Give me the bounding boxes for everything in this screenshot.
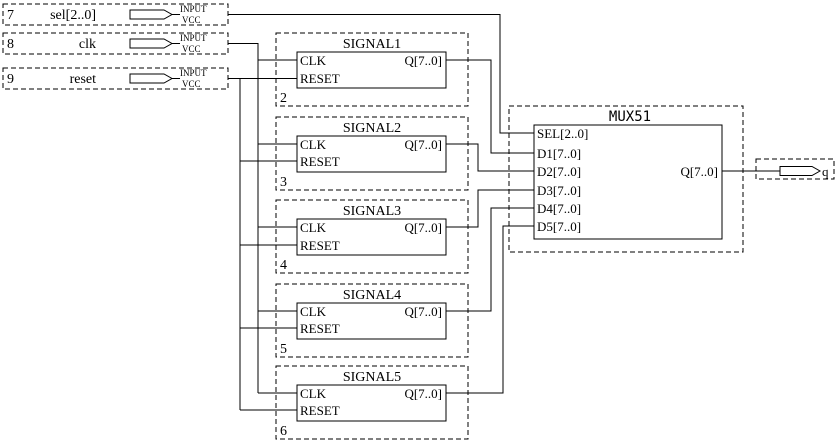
signal-block-5-title: SIGNAL5 (343, 370, 401, 385)
signal-block-3[interactable]: SIGNAL3 CLK RESET Q[7..0] 4 (275, 199, 469, 274)
signal-block-3-q-port: Q[7..0] (404, 220, 442, 235)
sel-wire (228, 14, 534, 134)
signal-block-3-frame (275, 199, 469, 274)
input-pin-sel-type: INPUT (180, 4, 207, 14)
input-pin-clk-number: 8 (7, 37, 14, 52)
signal-block-5-number: 6 (280, 424, 287, 439)
input-pin-reset-vcc: VCC (182, 79, 201, 89)
input-pin-reset[interactable]: 9 reset INPUT VCC (2, 67, 229, 90)
input-pin-sel-number: 7 (7, 8, 14, 23)
input-pin-clk-vcc: VCC (182, 44, 201, 54)
signal-block-3-reset-port: RESET (300, 238, 340, 253)
output-pin-q[interactable]: q (755, 158, 835, 180)
signal-block-5-clk-port: CLK (300, 386, 327, 401)
signal-block-4-clk-port: CLK (300, 304, 327, 319)
signal-block-3-clk-port: CLK (300, 220, 327, 235)
input-pin-reset-number: 9 (7, 72, 14, 87)
mux51-port-d5: D5[7..0] (537, 219, 581, 234)
mux51-port-sel: SEL[2..0] (537, 126, 588, 141)
signal-block-2[interactable]: SIGNAL2 CLK RESET Q[7..0] 3 (275, 116, 469, 191)
signal-block-4-reset-port: RESET (300, 321, 340, 336)
output-pin-q-frame (755, 158, 835, 180)
input-pin-clk-label: clk (79, 37, 96, 52)
signal-block-2-frame (275, 116, 469, 191)
signal-block-4-q-port: Q[7..0] (404, 304, 442, 319)
signal-block-4-title: SIGNAL4 (343, 288, 401, 303)
mux51-title: MUX51 (609, 109, 651, 125)
input-pin-sel[interactable]: 7 sel[2..0] INPUT VCC (2, 3, 229, 26)
signal-block-3-body (296, 218, 447, 256)
reset-bus-wires (228, 78, 297, 411)
signal-block-5-frame (275, 365, 469, 440)
input-pin-sel-label: sel[2..0] (50, 8, 96, 23)
mux51-port-d2: D2[7..0] (537, 164, 581, 179)
input-pin-reset-label: reset (70, 72, 97, 87)
input-pin-clk-type: INPUT (180, 33, 207, 43)
signal-block-5-body (296, 384, 447, 422)
signal-block-5-reset-port: RESET (300, 403, 340, 418)
input-pin-reset-symbol (129, 73, 174, 84)
signal-block-1-clk-port: CLK (300, 53, 327, 68)
mux51-port-d1: D1[7..0] (537, 146, 581, 161)
signal-block-4-frame (275, 283, 469, 358)
mux51-frame (508, 105, 744, 253)
output-pin-q-label: q (822, 164, 829, 179)
mux51-port-q: Q[7..0] (680, 164, 718, 179)
signal-block-2-title: SIGNAL2 (343, 121, 401, 136)
signal-block-2-body (296, 135, 447, 173)
signal-block-4-body (296, 302, 447, 340)
signal-block-1-q-port: Q[7..0] (404, 53, 442, 68)
input-pin-sel-vcc: VCC (182, 15, 201, 25)
input-pin-sel-symbol (129, 9, 174, 20)
mux51-port-d4: D4[7..0] (537, 201, 581, 216)
signal-block-1-body (296, 51, 447, 89)
mux51-body (533, 124, 723, 240)
signal-output-wires (446, 59, 534, 394)
signal-block-1-frame (275, 32, 469, 107)
signal-block-1-reset-port: RESET (300, 71, 340, 86)
mux51-port-d3: D3[7..0] (537, 183, 581, 198)
signal-block-2-clk-port: CLK (300, 137, 327, 152)
signal-block-5-q-port: Q[7..0] (404, 386, 442, 401)
input-pin-clk[interactable]: 8 clk INPUT VCC (2, 32, 229, 55)
signal-block-1-title: SIGNAL1 (343, 37, 401, 52)
signal-block-2-number: 3 (280, 175, 287, 190)
signal-block-4[interactable]: SIGNAL4 CLK RESET Q[7..0] 5 (275, 283, 469, 358)
signal-block-5[interactable]: SIGNAL5 CLK RESET Q[7..0] 6 (275, 365, 469, 440)
output-pin-q-symbol (779, 166, 822, 176)
signal-block-1[interactable]: SIGNAL1 CLK RESET Q[7..0] 2 (275, 32, 469, 107)
input-pin-reset-type: INPUT (180, 68, 207, 78)
signal-block-3-number: 4 (280, 258, 287, 273)
signal-block-2-q-port: Q[7..0] (404, 137, 442, 152)
mux51-block[interactable]: MUX51 SEL[2..0] D1[7..0] D2[7..0] D3[7..… (508, 105, 744, 253)
clk-bus-wires (228, 43, 297, 394)
signal-block-2-reset-port: RESET (300, 154, 340, 169)
signal-block-3-title: SIGNAL3 (343, 204, 401, 219)
input-pin-clk-symbol (129, 38, 174, 49)
signal-block-4-number: 5 (280, 342, 287, 357)
signal-block-1-number: 2 (280, 91, 287, 106)
